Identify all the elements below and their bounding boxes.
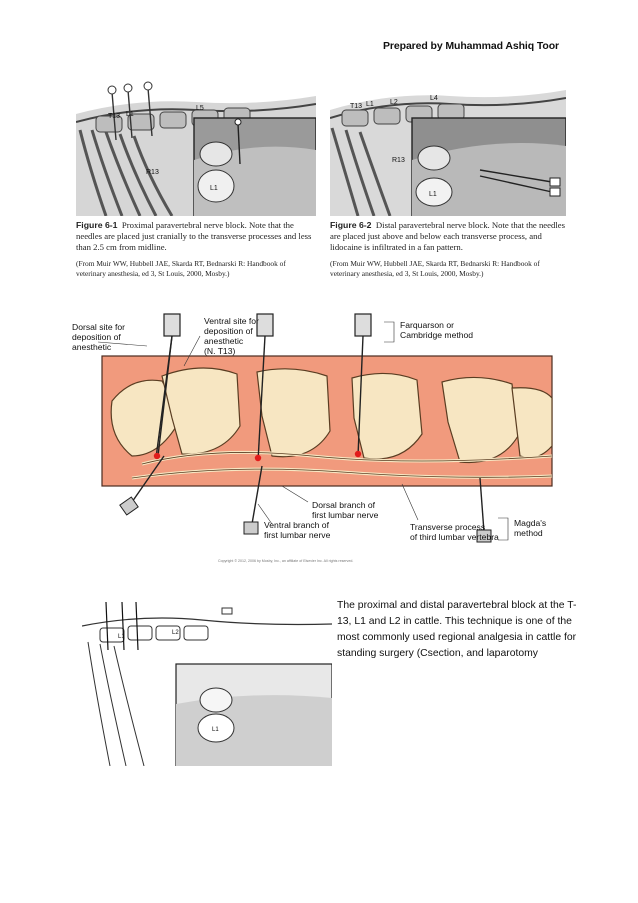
- paravertebral-block-illustration: Dorsal site for deposition of anesthetic…: [72, 306, 562, 568]
- figure-6-2-caption: Figure 6-2 Distal paravertebral nerve bl…: [330, 220, 566, 279]
- label-t13: T13: [350, 103, 362, 110]
- label-l1: L1: [366, 101, 374, 108]
- figure-6-1-source: (From Muir WW, Hubbell JAE, Skarda RT, B…: [76, 259, 286, 278]
- label-ventral-branch-2: first lumbar nerve: [264, 530, 331, 540]
- label-dorsal-site-2: deposition of: [72, 332, 121, 342]
- figure-6-2-source: (From Muir WW, Hubbell JAE, Skarda RT, B…: [330, 259, 540, 278]
- label-ventral-site-4: (N. T13): [204, 346, 235, 356]
- figure-6-1-text: Proximal paravertebral nerve block. Note…: [76, 220, 312, 252]
- figure-6-1-caption: Figure 6-1 Proximal paravertebral nerve …: [76, 220, 316, 279]
- label-l2: L2: [390, 99, 398, 106]
- label-magda-2: method: [514, 528, 543, 538]
- figure-6-2-number: Figure 6-2: [330, 220, 372, 230]
- label-l4: L4: [430, 95, 438, 102]
- label-farquarson-2: Cambridge method: [400, 330, 473, 340]
- label-l1: L1: [118, 634, 125, 640]
- line-drawing-figure: L1 L2 L1: [82, 594, 332, 766]
- label-transverse-2: of third lumbar vertebra: [410, 532, 499, 542]
- label-magda-1: Magda's: [514, 518, 546, 528]
- label-ventral-site-1: Ventral site for: [204, 316, 259, 326]
- label-ventral-site-2: deposition of: [204, 326, 253, 336]
- label-l5: L5: [196, 105, 204, 112]
- label-l1-vertebra: L1: [429, 191, 437, 198]
- label-dorsal-site-1: Dorsal site for: [72, 322, 125, 332]
- label-l1-vertebra: L1: [212, 727, 219, 733]
- label-l1-vertebra: L1: [210, 185, 218, 192]
- prepared-by-header: Prepared by Muhammad Ashiq Toor: [383, 40, 560, 52]
- label-r13: R13: [146, 169, 159, 176]
- body-paragraph: The proximal and distal paravertebral bl…: [337, 600, 577, 659]
- label-transverse-1: Transverse process: [410, 522, 485, 532]
- label-ventral-branch-1: Ventral branch of: [264, 520, 330, 530]
- figure-6-1-image: T13 L1 L5 R13 L1: [76, 80, 316, 216]
- label-dorsal-branch-1: Dorsal branch of: [312, 500, 376, 510]
- figure-6-1-number: Figure 6-1: [76, 220, 118, 230]
- label-t13: T13: [108, 113, 120, 120]
- label-l2: L2: [172, 630, 179, 636]
- label-dorsal-branch-2: first lumbar nerve: [312, 510, 379, 520]
- figure-copyright: Copyright © 2012, 2006 by Mosby, Inc., a…: [218, 559, 353, 563]
- label-dorsal-site-3: anesthetic: [72, 342, 112, 352]
- figure-6-2-image: T13 L1 L2 L4 R13 L1: [330, 80, 566, 216]
- label-r13: R13: [392, 157, 405, 164]
- figure-6-2-text: Distal paravertebral nerve block. Note t…: [330, 220, 565, 252]
- label-ventral-site-3: anesthetic: [204, 336, 244, 346]
- label-l1: L1: [126, 111, 134, 118]
- label-farquarson-1: Farquarson or: [400, 320, 454, 330]
